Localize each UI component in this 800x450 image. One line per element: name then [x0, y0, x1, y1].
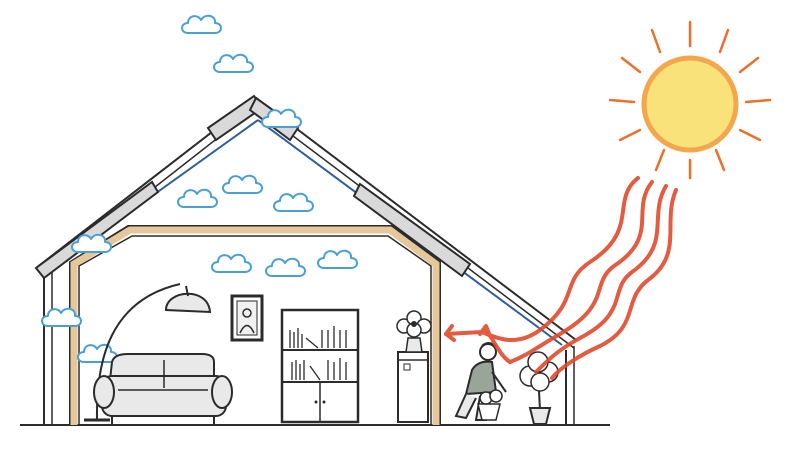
moisture-cloud-icon	[273, 192, 314, 212]
gardener-person-icon	[454, 342, 507, 421]
framed-portrait-icon	[230, 294, 264, 342]
moisture-cloud-icon	[211, 253, 252, 273]
heat-wave	[480, 176, 640, 343]
bookshelf-icon	[280, 308, 360, 424]
sofa-icon	[93, 353, 233, 424]
roof-panel	[34, 180, 160, 280]
heat-wave	[550, 188, 678, 380]
potted-tree-icon	[519, 351, 559, 425]
moisture-cloud-icon	[181, 14, 222, 34]
moisture-cloud-icon	[222, 174, 263, 194]
moisture-cloud-icon	[177, 188, 218, 208]
sun-icon	[608, 20, 772, 180]
moisture-cloud-icon	[77, 343, 118, 363]
moisture-cloud-icon	[265, 257, 306, 277]
heat-radiation-waves	[444, 176, 678, 380]
heat-wave	[508, 180, 654, 364]
potted-flower-icon	[396, 310, 432, 423]
moisture-cloud-icon	[317, 249, 358, 269]
heat-wave	[534, 184, 668, 374]
moisture-cloud-icon	[213, 53, 254, 73]
floor-lamp-icon	[84, 283, 212, 422]
roof-panel	[352, 182, 472, 278]
house-inner-wall	[69, 225, 441, 425]
